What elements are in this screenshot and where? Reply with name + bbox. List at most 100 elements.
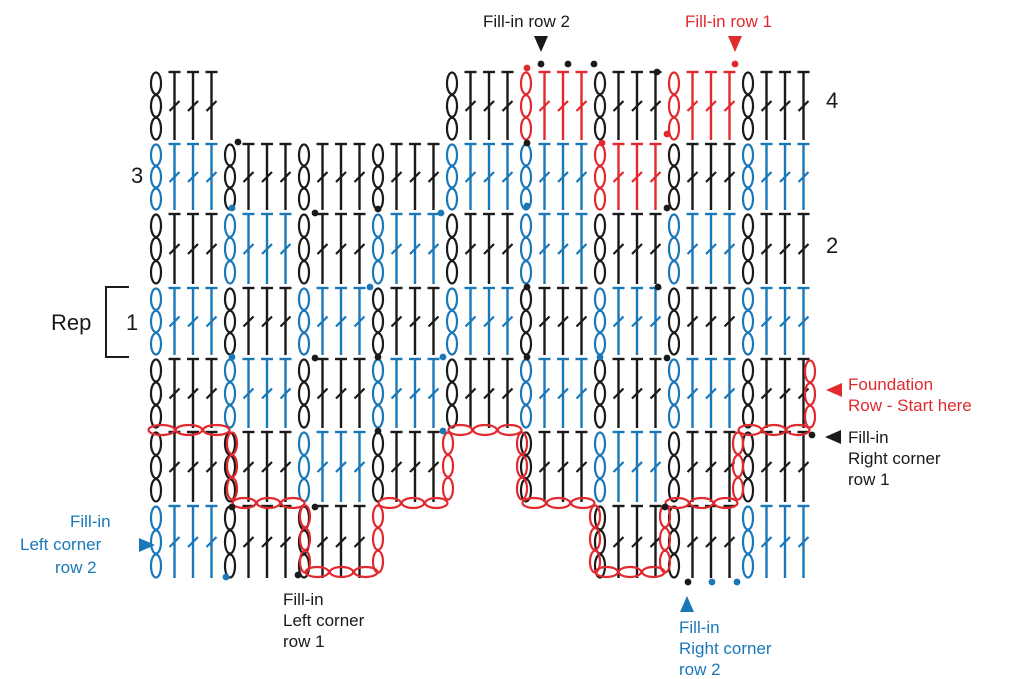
chain-stitch	[667, 358, 681, 429]
row-number-1: 1	[126, 310, 138, 335]
foundation-row-arrow	[826, 383, 842, 397]
double-crochet	[686, 504, 699, 578]
chain-stitch	[741, 71, 755, 141]
double-crochet	[723, 70, 736, 140]
double-crochet	[187, 142, 199, 210]
double-crochet	[649, 286, 662, 355]
double-crochet	[779, 357, 791, 428]
double-crochet	[686, 70, 699, 140]
slip-stitch-dot	[311, 503, 319, 511]
double-crochet	[649, 430, 662, 502]
double-crochet	[242, 357, 255, 428]
double-crochet	[575, 212, 588, 284]
slip-stitch-dot	[733, 578, 741, 586]
double-crochet	[686, 212, 699, 284]
double-crochet	[779, 142, 791, 210]
double-crochet	[242, 212, 255, 284]
left-corner-row-1-label-1: Fill-in	[283, 590, 324, 609]
chain-stitch	[667, 71, 681, 141]
right-corner-row-1-label-1: Fill-in	[848, 428, 889, 447]
foundation-chain-segment	[147, 423, 231, 437]
double-crochet	[649, 142, 662, 210]
stitch-rows	[149, 70, 810, 579]
double-crochet	[723, 142, 736, 210]
foundation-chain-segment	[371, 504, 385, 574]
double-crochet	[538, 212, 551, 284]
double-crochet	[390, 430, 403, 502]
double-crochet	[427, 286, 440, 355]
double-crochet	[279, 212, 292, 284]
slip-stitch-dot	[523, 64, 531, 72]
double-crochet	[353, 142, 366, 210]
fill-in-row-2-label: Fill-in row 2	[483, 12, 570, 31]
double-crochet	[187, 70, 199, 140]
chain-stitch	[149, 505, 163, 579]
double-crochet	[557, 286, 569, 355]
double-crochet	[760, 357, 773, 428]
slip-stitch-dot	[234, 138, 242, 146]
double-crochet	[464, 212, 477, 284]
double-crochet	[779, 430, 791, 502]
slip-stitch-dot	[228, 204, 236, 212]
double-crochet	[760, 70, 773, 140]
slip-stitch-dot	[374, 427, 382, 435]
double-crochet	[760, 430, 773, 502]
double-crochet	[168, 70, 181, 140]
chain-stitch	[223, 213, 237, 285]
chain-stitch	[519, 431, 533, 503]
double-crochet	[760, 286, 773, 355]
double-crochet	[723, 357, 736, 428]
double-crochet	[723, 504, 736, 578]
chain-stitch	[223, 287, 237, 356]
double-crochet	[261, 430, 273, 502]
foundation-chain-segment	[447, 423, 523, 437]
slip-stitch-dot	[228, 503, 236, 511]
slip-stitch-dot	[663, 130, 671, 138]
foundation-chain-segment	[521, 496, 596, 510]
slip-stitch-markers	[222, 60, 816, 586]
chain-stitch	[149, 143, 163, 211]
double-crochet	[557, 430, 569, 502]
double-crochet	[168, 212, 181, 284]
fill-in-row-1-arrow	[728, 36, 742, 52]
double-crochet	[575, 357, 588, 428]
double-crochet	[575, 142, 588, 210]
right-corner-row-1-arrow	[825, 430, 841, 444]
double-crochet	[279, 430, 292, 502]
chain-stitch	[741, 505, 755, 579]
double-crochet	[335, 357, 347, 428]
chain-stitch	[149, 358, 163, 429]
slip-stitch-dot	[598, 139, 606, 147]
foundation-chain-segment	[803, 359, 817, 429]
double-crochet	[631, 286, 643, 355]
double-crochet	[464, 286, 477, 355]
left-corner-row-2-label-3: row 2	[55, 558, 97, 577]
double-crochet	[501, 212, 514, 284]
double-crochet	[168, 142, 181, 210]
double-crochet	[612, 70, 625, 140]
double-crochet	[797, 357, 810, 428]
chain-stitch	[445, 143, 459, 211]
double-crochet	[353, 504, 366, 578]
double-crochet	[316, 286, 329, 355]
double-crochet	[649, 70, 662, 140]
repeat-bracket	[105, 286, 129, 358]
double-crochet	[612, 286, 625, 355]
double-crochet	[631, 142, 643, 210]
double-crochet	[557, 142, 569, 210]
chain-stitch	[445, 358, 459, 429]
double-crochet	[261, 504, 273, 578]
double-crochet	[686, 430, 699, 502]
left-corner-row-2-arrow	[139, 538, 155, 552]
foundation-chain-segment	[737, 423, 811, 437]
double-crochet	[316, 430, 329, 502]
double-crochet	[631, 212, 643, 284]
foundation-row-label-2: Row - Start here	[848, 396, 972, 415]
double-crochet	[168, 504, 181, 578]
double-crochet	[390, 142, 403, 210]
double-crochet	[760, 212, 773, 284]
double-crochet	[612, 212, 625, 284]
slip-stitch-dot	[228, 353, 236, 361]
slip-stitch-dot	[439, 353, 447, 361]
double-crochet	[353, 357, 366, 428]
